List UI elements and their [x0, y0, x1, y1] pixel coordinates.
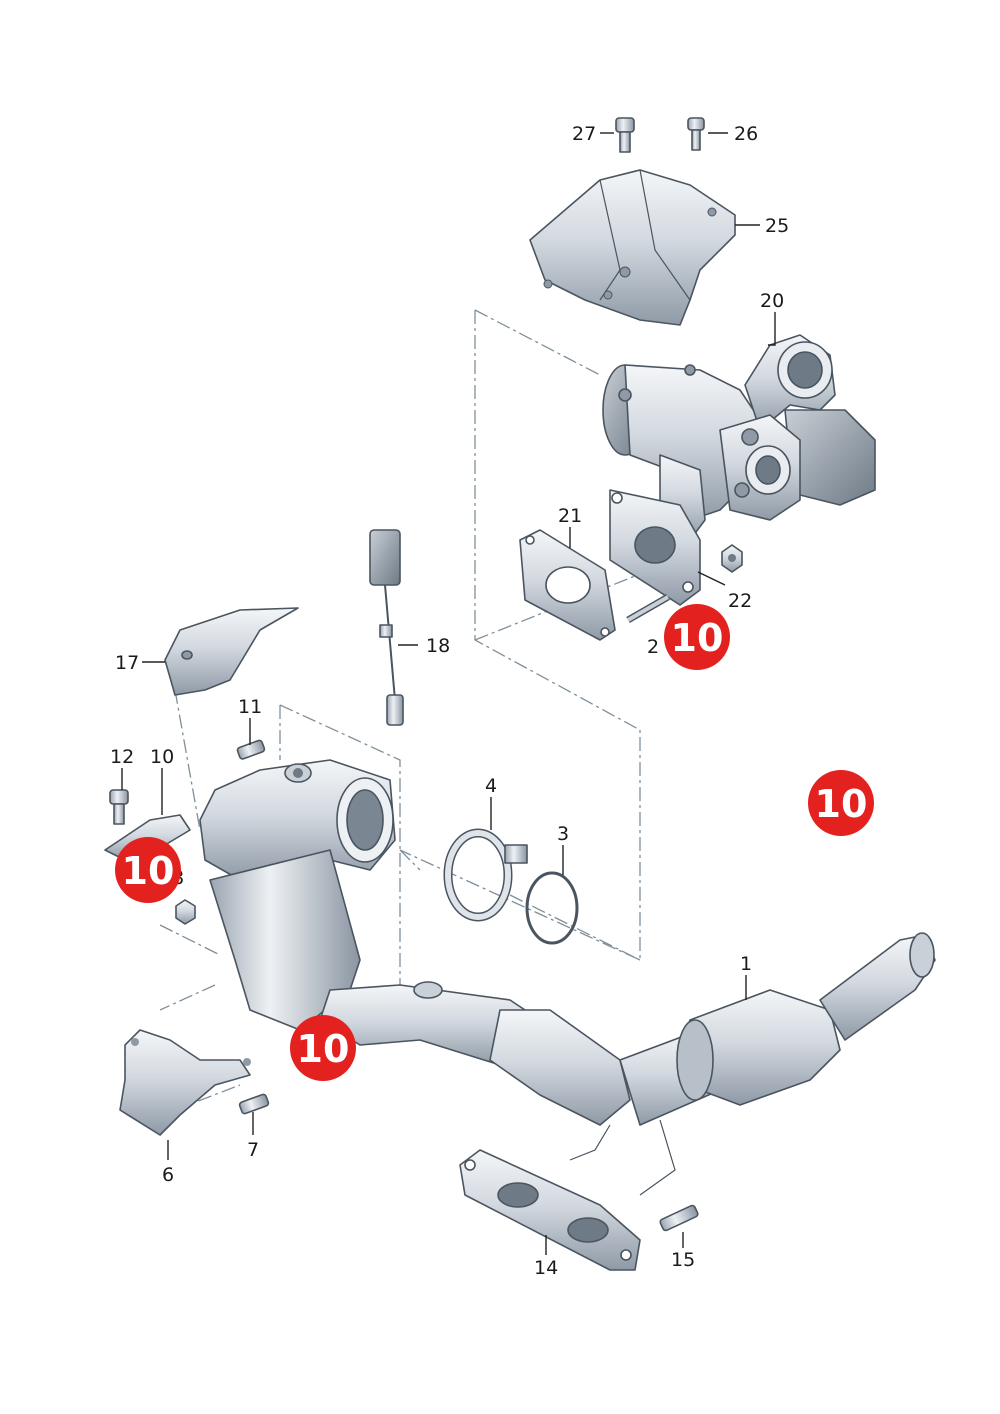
label-7: 7: [247, 1139, 259, 1161]
svg-text:10: 10: [671, 616, 724, 660]
badge-bottom: 10: [290, 1015, 356, 1081]
label-21: 21: [558, 505, 582, 527]
label-20: 20: [760, 290, 784, 312]
label-4: 4: [485, 775, 497, 797]
label-11: 11: [238, 696, 262, 718]
label-10: 10: [150, 746, 174, 768]
ring-3: [525, 871, 579, 945]
catalytic-converter-front: [199, 759, 396, 1031]
clamp-4: [443, 828, 528, 922]
badge-turbo-stud: 10: [664, 604, 730, 670]
label-22: 22: [728, 590, 752, 612]
turbo-flange: [609, 489, 701, 606]
svg-text:10: 10: [815, 782, 868, 826]
gasket-14: [459, 1149, 641, 1271]
svg-text:10: 10: [122, 849, 175, 893]
svg-text:10: 10: [297, 1027, 350, 1071]
bolt-11: [236, 739, 266, 760]
torque-badges: 10 10 10 10: [115, 604, 874, 1081]
part-labels: 27 26 25 20 21 22 2 18 17 11 12 10 8 4 3…: [110, 123, 789, 1279]
bracket-6: [119, 1029, 251, 1136]
label-27: 27: [572, 123, 596, 145]
bolt-12: [109, 789, 129, 825]
heat-shield-17: [164, 607, 299, 696]
label-18: 18: [426, 635, 450, 657]
label-23: 2: [647, 636, 659, 658]
label-26: 26: [734, 123, 758, 145]
gasket-21: [519, 529, 616, 641]
exhaust-pipe-1: [319, 932, 936, 1196]
leader-lines: [121, 132, 776, 1255]
badge-left: 10: [115, 837, 181, 903]
label-15: 15: [671, 1249, 695, 1271]
assembly-dash-lines: [159, 309, 676, 1111]
heat-shield-upper: [529, 169, 736, 326]
label-12: 12: [110, 746, 134, 768]
nut-8: [175, 899, 196, 925]
label-6: 6: [162, 1164, 174, 1186]
bolt-27: [615, 117, 635, 153]
bolt-26: [687, 117, 705, 151]
nut-22: [721, 544, 743, 573]
bolt-7: [238, 1093, 270, 1115]
badge-right: 10: [808, 770, 874, 836]
label-17: 17: [115, 652, 139, 674]
label-3: 3: [557, 823, 569, 845]
stud-23: [626, 593, 670, 624]
label-14: 14: [534, 1257, 558, 1279]
label-25: 25: [765, 215, 789, 237]
label-1: 1: [740, 953, 752, 975]
bolt-15: [659, 1204, 699, 1232]
lambda-probe: [369, 529, 404, 726]
